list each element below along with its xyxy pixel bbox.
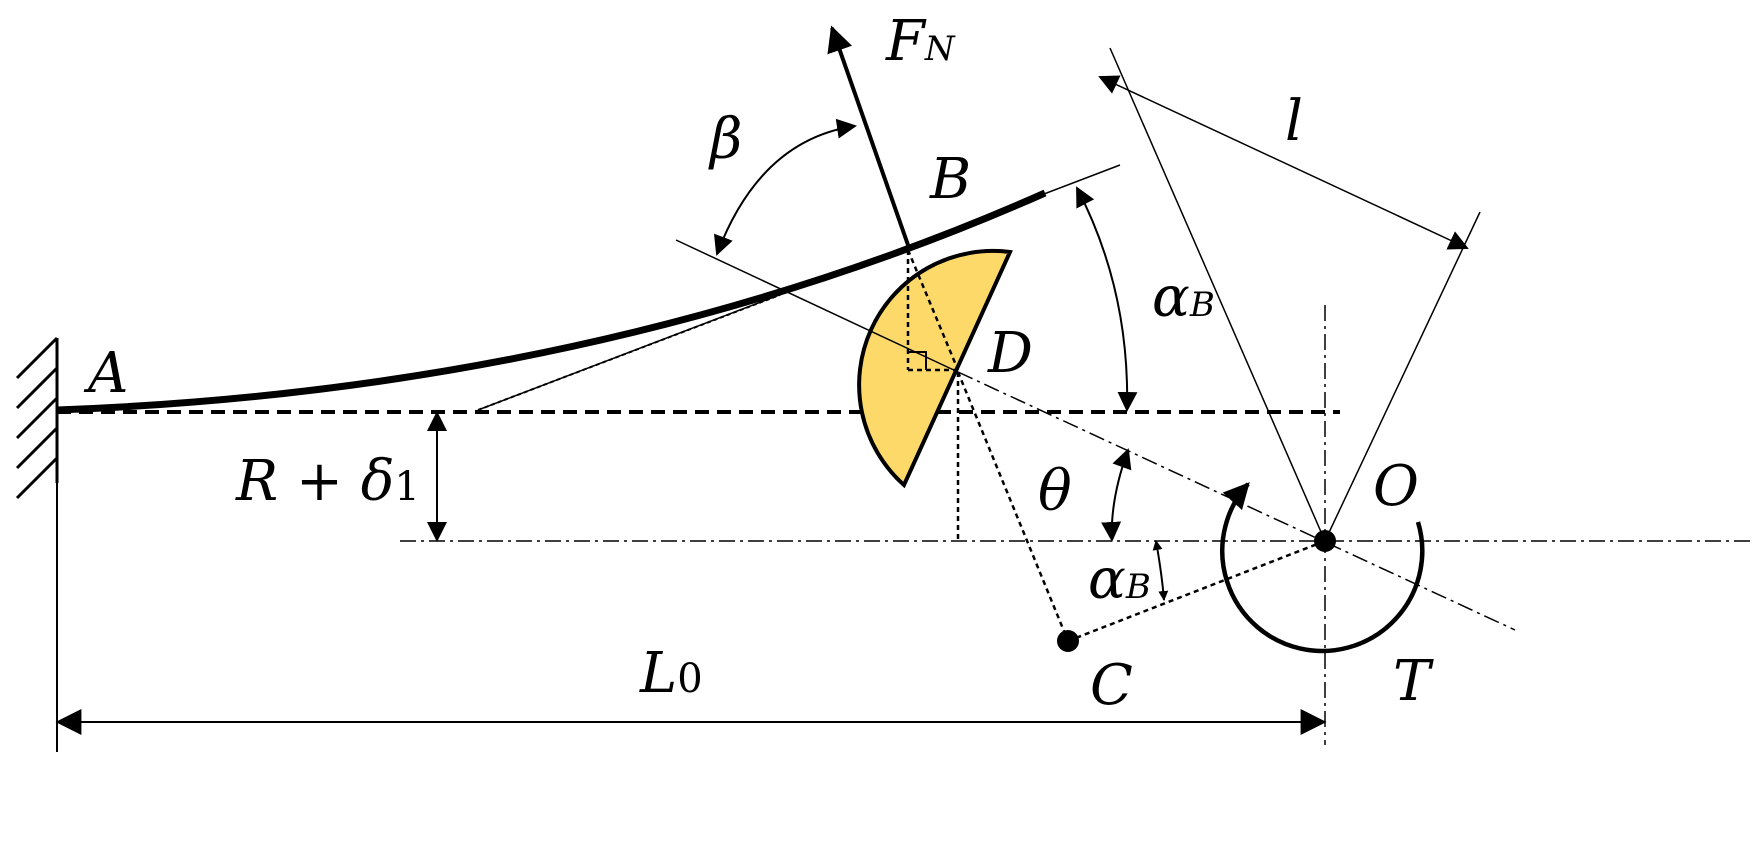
label-point-o: O	[1373, 454, 1419, 519]
label-torque: T	[1393, 649, 1434, 714]
label-alpha-b-upper: αB	[1152, 265, 1215, 330]
label-length-l: l	[1285, 89, 1303, 154]
deflected-beam	[56, 189, 1047, 414]
angle-arc-alpha-b-lower	[1152, 540, 1169, 601]
label-point-c: C	[1090, 653, 1133, 718]
label-angle-theta: θ	[1038, 459, 1072, 524]
angle-arc-alpha-b-upper	[1076, 186, 1138, 412]
label-point-d: D	[987, 321, 1033, 386]
label-point-a: A	[83, 341, 128, 406]
normal-line-extension	[957, 371, 1516, 631]
label-angle-beta: β	[708, 107, 742, 172]
label-span-l0: L0	[639, 641, 703, 706]
tangent-projection-dotted	[477, 294, 781, 411]
label-offset: R + δ1	[235, 449, 420, 514]
torque-arc	[1220, 482, 1425, 654]
normal-line	[675, 239, 959, 373]
force-fn-arrow	[827, 25, 910, 246]
angle-arc-theta	[1101, 448, 1132, 542]
label-alpha-b-lower: αB	[1088, 547, 1151, 612]
label-force-fn: FN	[885, 9, 956, 74]
point-c-dot	[1057, 630, 1079, 652]
point-o-dot	[1314, 530, 1336, 552]
fixed-wall-support	[15, 336, 59, 752]
label-point-b: B	[929, 147, 971, 212]
construction-lines-dotted	[906, 249, 1326, 643]
crank-line-offset	[1324, 211, 1481, 542]
cam-half-disc	[857, 248, 1013, 489]
right-angle-marker	[908, 351, 927, 370]
angle-arc-beta	[714, 118, 857, 256]
dimension-l	[1098, 75, 1469, 250]
